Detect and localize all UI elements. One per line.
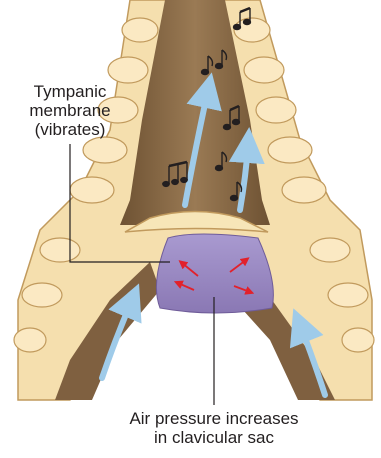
tympanic-membrane-label: Tympanic membrane (vibrates) <box>4 82 136 139</box>
air-label-line-1: Air pressure increases <box>84 409 344 428</box>
tympanic-label-line-3: (vibrates) <box>4 120 136 139</box>
clavicular-sac <box>156 234 273 313</box>
air-label-line-2: in clavicular sac <box>84 428 344 447</box>
tympanic-label-line-1: Tympanic <box>4 82 136 101</box>
air-pressure-label: Air pressure increases in clavicular sac <box>84 409 344 447</box>
tympanic-label-line-2: membrane <box>4 101 136 120</box>
